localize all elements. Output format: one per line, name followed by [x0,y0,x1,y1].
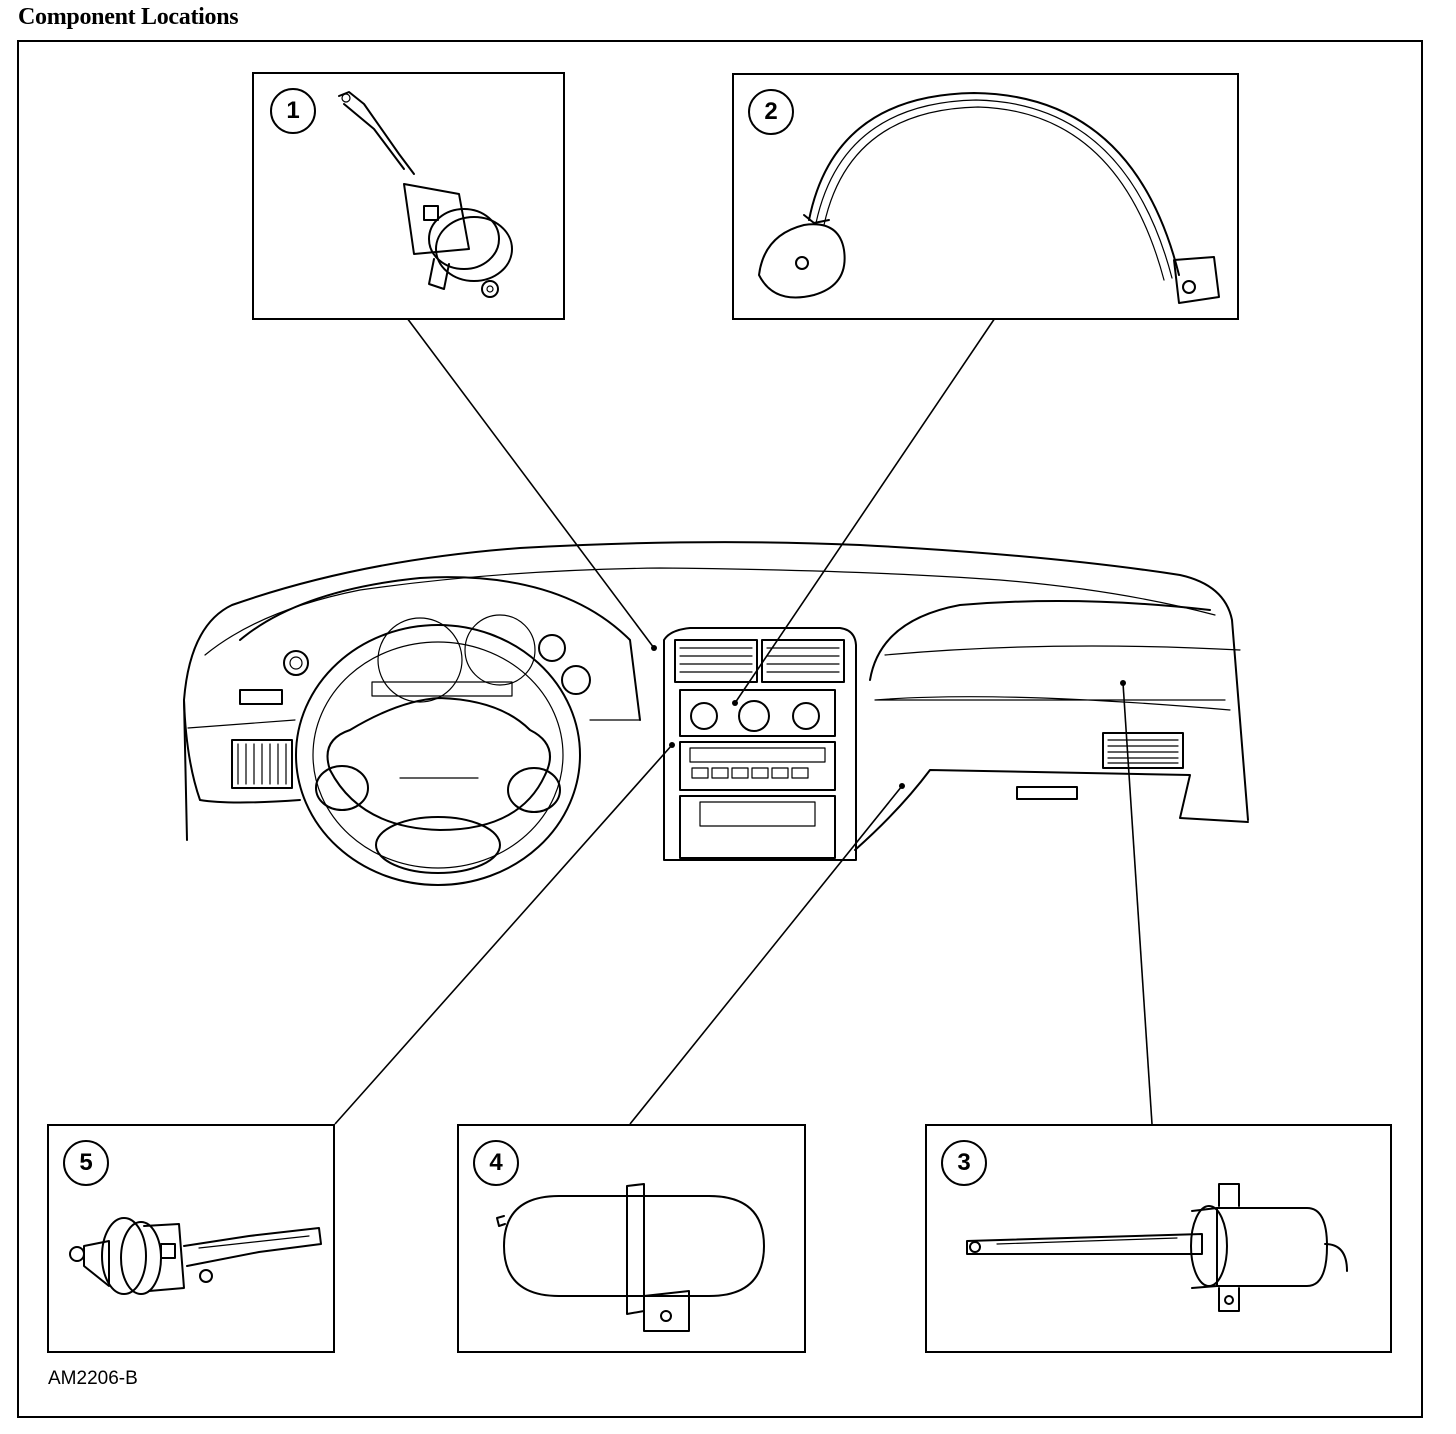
vacuum-motor-actuator-icon [966,1183,1348,1312]
glove-box-latch [1016,786,1078,800]
climate-control-panel [679,689,836,737]
center-vent-right [761,639,845,683]
leader-line-5 [334,744,673,1125]
component-panel-1: 1 [252,72,565,320]
callout-3: 3 [941,1140,987,1186]
figure-id: AM2206-B [48,1368,138,1389]
radio [679,741,836,791]
storage-bin [679,795,836,859]
leader-line-2 [734,317,996,704]
component-panel-5: 5 [47,1124,335,1353]
callout-2: 2 [748,89,794,135]
right-air-vent [1102,732,1184,769]
page-title: Component Locations [18,4,239,30]
leader-line-4 [629,785,903,1125]
temperature-control-cable-icon [758,92,1220,304]
steering-wheel [295,624,581,886]
vacuum-motor-with-arm-icon [338,91,513,298]
instrument-panel [183,541,1249,886]
leader-line-1 [406,317,655,649]
leader-lines [334,317,1153,1125]
component-panel-3: 3 [925,1124,1392,1353]
left-air-vent [231,739,293,789]
center-stack [663,627,857,861]
callout-5: 5 [63,1140,109,1186]
diagram-frame [17,40,1423,1418]
component-panel-2: 2 [732,73,1239,320]
callout-1: 1 [270,88,316,134]
vacuum-reservoir-icon [496,1183,765,1332]
callout-4: 4 [473,1140,519,1186]
steering-wheel-hub [326,697,551,831]
center-vent-left [674,639,758,683]
component-panel-4: 4 [457,1124,806,1353]
vacuum-motor-with-arm-icon [69,1217,322,1295]
leader-line-3 [1122,682,1153,1125]
